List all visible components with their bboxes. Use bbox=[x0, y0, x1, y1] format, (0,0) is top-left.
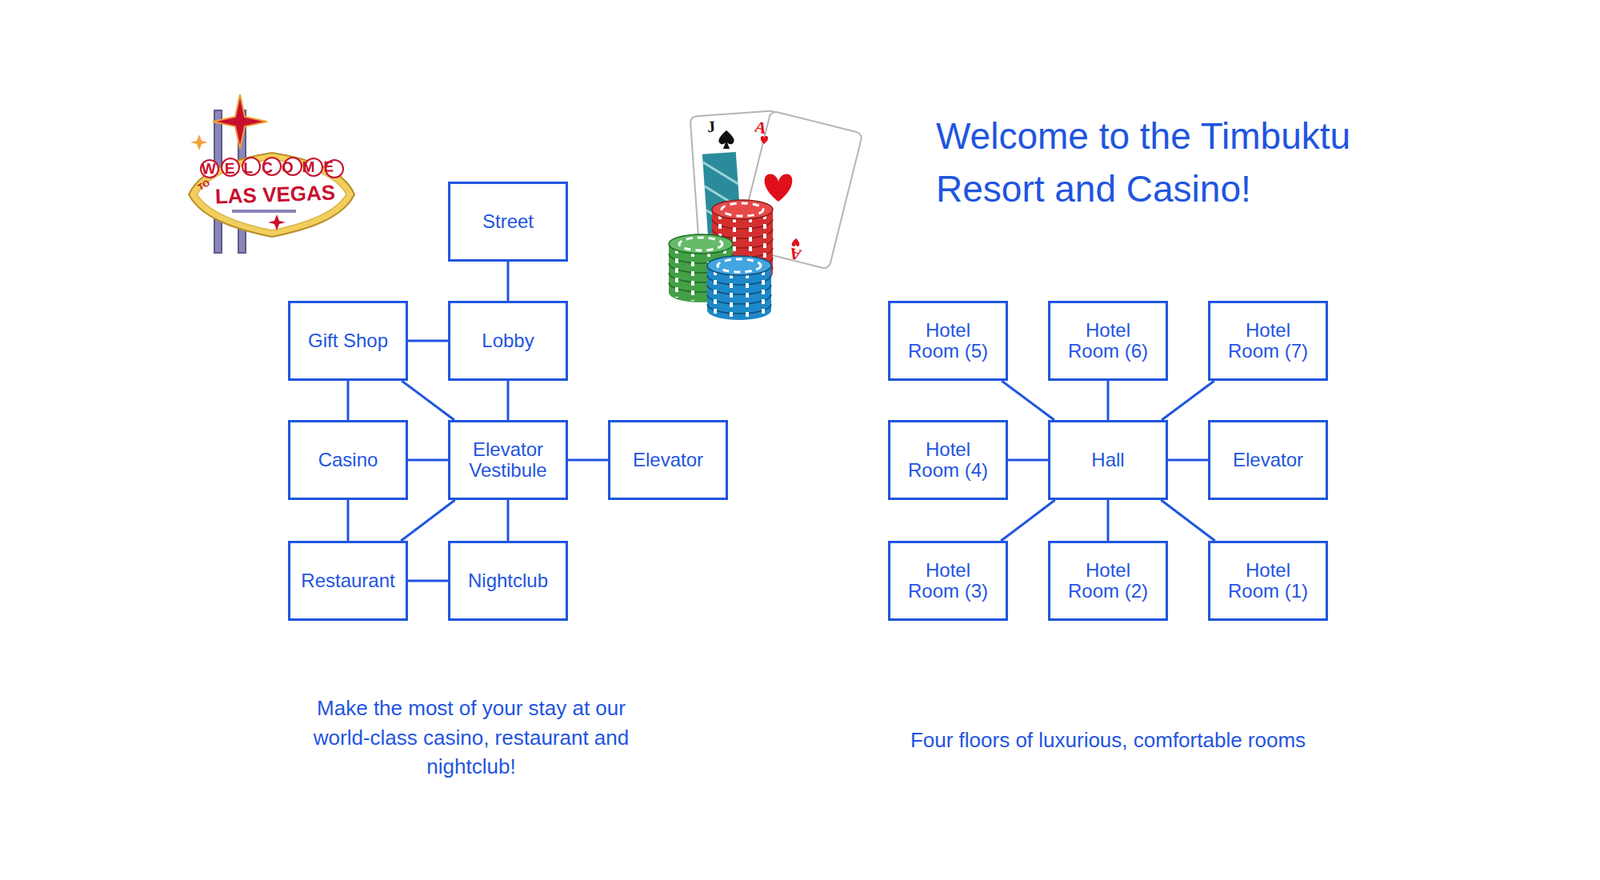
box-label: Nightclub bbox=[468, 570, 548, 592]
room-box: Restaurant bbox=[288, 540, 408, 621]
box-label: Hotel Room (7) bbox=[1222, 320, 1315, 363]
room-box: Street bbox=[448, 181, 568, 262]
box-label: Casino bbox=[318, 449, 379, 471]
connector-line bbox=[1168, 460, 1208, 461]
sign-text: LAS VEGAS bbox=[194, 176, 356, 212]
connector-line bbox=[1160, 500, 1216, 541]
connector-line bbox=[1108, 380, 1109, 420]
card-index: J bbox=[700, 114, 722, 139]
room-box: Hotel Room (5) bbox=[888, 300, 1008, 381]
connector-line bbox=[400, 500, 456, 541]
room-box: Hotel Room (2) bbox=[1048, 540, 1168, 621]
connector-line bbox=[408, 460, 448, 461]
connector-line bbox=[408, 580, 448, 582]
box-label: Restaurant bbox=[300, 570, 395, 592]
box-label: Hotel Room (6) bbox=[1062, 320, 1155, 363]
connector-line bbox=[1001, 380, 1055, 420]
connector-line bbox=[508, 500, 509, 541]
room-box: Hotel Room (6) bbox=[1048, 300, 1168, 381]
connector-line bbox=[1161, 380, 1215, 420]
connector-line bbox=[1108, 500, 1109, 541]
connector-line bbox=[1008, 460, 1048, 461]
caption-text: Make the most of your stay at our world-… bbox=[311, 693, 632, 781]
box-label: Hotel Room (3) bbox=[902, 560, 995, 603]
page-title: Welcome to the Timbuktu Resort and Casin… bbox=[936, 109, 1416, 216]
box-label: Elevator bbox=[1232, 449, 1304, 471]
sign-text: WELCOME bbox=[184, 156, 360, 180]
connector-line bbox=[401, 380, 455, 420]
box-label: Gift Shop bbox=[308, 330, 388, 352]
connector-line bbox=[508, 261, 509, 301]
room-box: Lobby bbox=[448, 300, 568, 381]
room-box: Elevator Vestibule bbox=[448, 420, 568, 500]
room-box: Casino bbox=[288, 420, 408, 500]
box-label: Hotel Room (1) bbox=[1222, 560, 1315, 603]
room-box: Nightclub bbox=[448, 540, 568, 621]
connector-line bbox=[568, 460, 608, 461]
box-label: Elevator bbox=[632, 449, 704, 471]
room-box: Hall bbox=[1048, 420, 1168, 500]
box-label: Hotel Room (4) bbox=[902, 439, 995, 482]
room-box: Gift Shop bbox=[288, 300, 408, 381]
box-label: Hall bbox=[1091, 449, 1124, 471]
connector-line bbox=[408, 340, 448, 342]
connector-line bbox=[1000, 500, 1056, 541]
room-box: Elevator bbox=[1208, 420, 1328, 500]
caption-text: Four floors of luxurious, comfortable ro… bbox=[828, 725, 1388, 755]
connector-line bbox=[348, 380, 349, 420]
room-box: Hotel Room (7) bbox=[1208, 300, 1328, 381]
box-label: Hotel Room (2) bbox=[1062, 560, 1155, 603]
room-box: Hotel Room (3) bbox=[888, 540, 1008, 621]
box-label: Hotel Room (5) bbox=[902, 320, 995, 363]
box-label: Elevator Vestibule bbox=[456, 439, 560, 482]
box-label: Lobby bbox=[481, 330, 534, 352]
room-box: Hotel Room (4) bbox=[888, 420, 1008, 500]
room-box: Hotel Room (1) bbox=[1208, 540, 1328, 621]
connector-line bbox=[508, 380, 509, 420]
box-label: Street bbox=[482, 211, 534, 232]
connector-line bbox=[348, 500, 349, 541]
room-box: Elevator bbox=[608, 420, 728, 500]
